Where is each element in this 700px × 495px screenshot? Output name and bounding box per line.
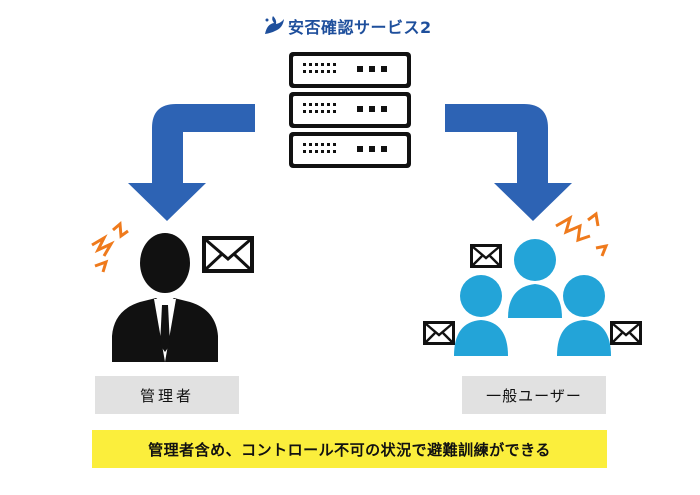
admin-person-icon — [112, 233, 218, 362]
mail-icon — [423, 321, 455, 345]
server-icon — [289, 52, 411, 168]
user-group-icon — [454, 239, 611, 356]
dove-logo-icon — [265, 16, 284, 34]
general-users-label: 一般ユーザー — [462, 376, 606, 414]
mail-icon — [470, 244, 502, 268]
alert-burst-icon — [555, 211, 609, 257]
mail-icon — [610, 321, 642, 345]
admin-label: 管理者 — [95, 376, 239, 414]
service-title: 安否確認サービス2 — [288, 18, 432, 37]
alert-burst-icon — [91, 220, 129, 273]
arrow-to-admin-icon — [128, 104, 255, 221]
mail-icon — [202, 236, 254, 273]
arrow-to-users-icon — [445, 104, 572, 221]
caption-banner: 管理者含め、コントロール不可の状況で避難訓練ができる — [92, 430, 607, 468]
